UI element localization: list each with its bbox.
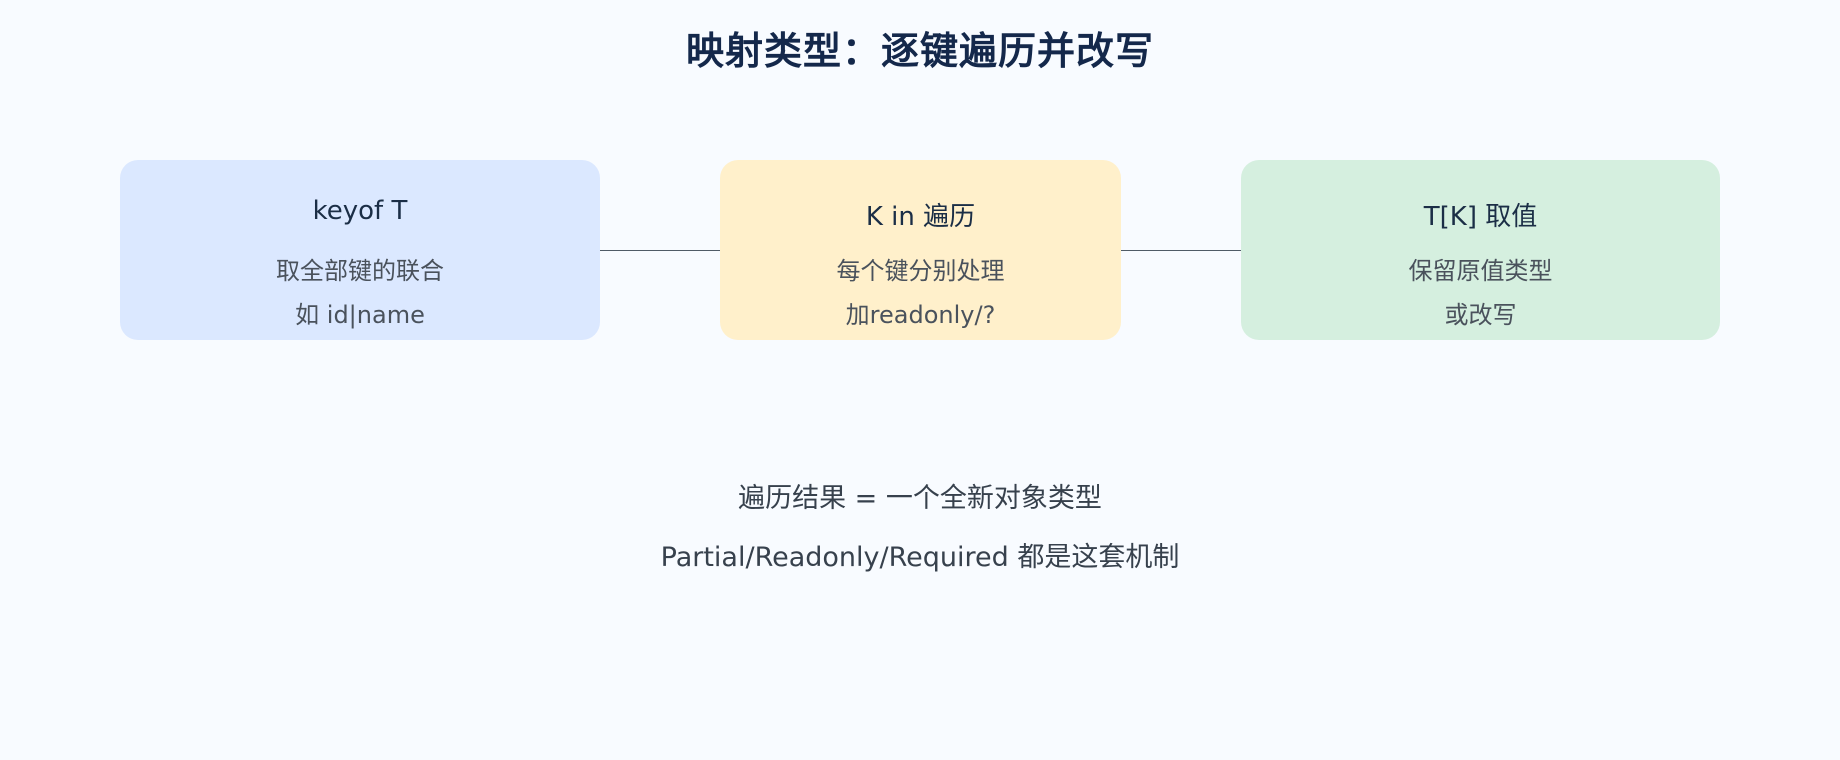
node-keyof: keyof T 取全部键的联合 如 id|name: [120, 160, 600, 340]
summary-line-2: Partial/Readonly/Required 都是这套机制: [660, 542, 1180, 573]
node-tk-line-2: 或改写: [1444, 301, 1517, 329]
summary-line-1: 遍历结果 = 一个全新对象类型: [738, 483, 1102, 514]
node-tk-title: T[K] 取值: [1423, 202, 1538, 232]
page-title: 映射类型：逐键遍历并改写: [685, 29, 1154, 73]
node-keyof-line-2: 如 id|name: [295, 301, 425, 329]
node-keyof-title: keyof T: [312, 196, 408, 226]
node-k-in: K in 遍历 每个键分别处理 加readonly/?: [720, 160, 1121, 340]
node-tk: T[K] 取值 保留原值类型 或改写: [1241, 160, 1720, 340]
node-tk-line-1: 保留原值类型: [1408, 257, 1553, 285]
node-k-in-line-2: 加readonly/?: [845, 301, 996, 329]
node-k-in-title: K in 遍历: [865, 202, 976, 232]
connector-line-2: [1121, 250, 1241, 251]
connector-line-1: [600, 250, 720, 251]
node-k-in-line-1: 每个键分别处理: [836, 257, 1005, 285]
node-keyof-line-1: 取全部键的联合: [276, 257, 444, 285]
